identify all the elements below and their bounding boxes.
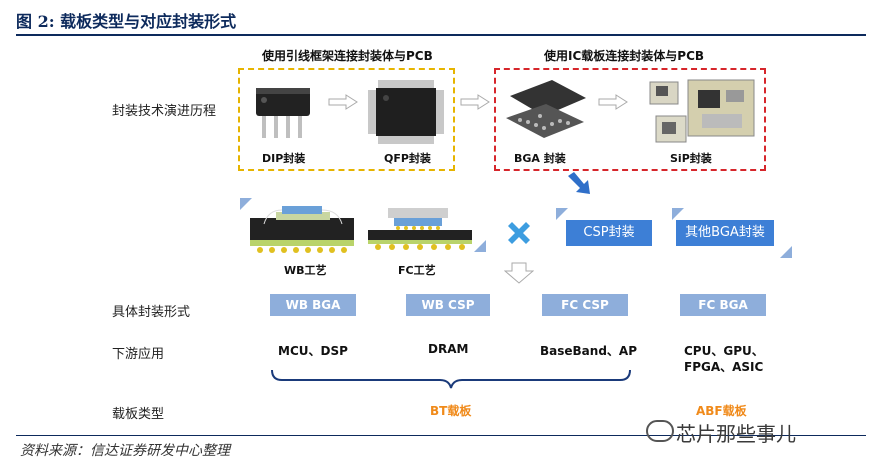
substrate-abf: ABF载板 xyxy=(696,404,747,418)
arrow-down-right-icon xyxy=(568,172,590,194)
bga-label: BGA 封装 xyxy=(514,152,566,165)
wb-process-image xyxy=(250,206,354,253)
row-label-evolution: 封装技术演进历程 xyxy=(112,104,217,119)
row-label-form: 具体封装形式 xyxy=(112,305,191,320)
source-note: 资料来源：信达证券研发中心整理 xyxy=(20,443,230,459)
form-wb-bga: WB BGA xyxy=(270,294,356,316)
arrow-down-icon xyxy=(504,262,534,284)
wb-process-label: WB工艺 xyxy=(284,264,327,277)
cross-icon xyxy=(508,222,530,244)
arrow-right-icon xyxy=(328,94,358,110)
qfp-chip-image xyxy=(368,80,444,144)
corner-marker xyxy=(556,208,568,220)
fc-process-image xyxy=(368,208,472,250)
brace xyxy=(271,369,631,389)
wechat-icon xyxy=(646,420,674,442)
ic-substrate-box xyxy=(494,68,766,171)
app-wb-bga: MCU、DSP xyxy=(278,344,348,358)
sip-module-image xyxy=(649,79,755,143)
fc-process-label: FC工艺 xyxy=(398,264,436,277)
row-label-downstream: 下游应用 xyxy=(112,347,165,362)
bottom-rule xyxy=(16,435,866,436)
dip-label: DIP封装 xyxy=(262,152,306,165)
corner-marker xyxy=(672,208,684,220)
app-fc-csp: BaseBand、AP xyxy=(540,344,637,358)
sip-label: SiP封装 xyxy=(670,152,712,165)
csp-package-box: CSP封装 xyxy=(566,220,652,246)
right-group-title: 使用IC载板连接封装体与PCB xyxy=(544,49,705,63)
corner-marker xyxy=(474,240,486,252)
row-label-substrate: 载板类型 xyxy=(112,407,165,422)
watermark: 芯片那些事儿 xyxy=(676,422,796,446)
app-wb-csp: DRAM xyxy=(428,342,469,356)
dip-chip-image xyxy=(256,88,310,138)
arrow-right-icon xyxy=(460,94,490,110)
left-group-title: 使用引线框架连接封装体与PCB xyxy=(262,49,433,63)
other-bga-package-box: 其他BGA封装 xyxy=(676,220,774,246)
figure-title: 图 2: 载板类型与对应封装形式 xyxy=(16,12,237,31)
app-fc-bga-line1: CPU、GPU、 xyxy=(684,344,764,358)
top-rule xyxy=(16,34,866,36)
corner-marker xyxy=(240,198,252,210)
substrate-bt: BT载板 xyxy=(430,404,472,418)
bga-chip-image xyxy=(506,80,586,138)
arrow-right-icon xyxy=(598,94,628,110)
corner-marker xyxy=(780,246,792,258)
lead-frame-box xyxy=(238,68,455,171)
form-fc-bga: FC BGA xyxy=(680,294,766,316)
form-fc-csp: FC CSP xyxy=(542,294,628,316)
app-fc-bga-line2: FPGA、ASIC xyxy=(684,360,764,374)
form-wb-csp: WB CSP xyxy=(406,294,490,316)
qfp-label: QFP封装 xyxy=(384,152,431,165)
